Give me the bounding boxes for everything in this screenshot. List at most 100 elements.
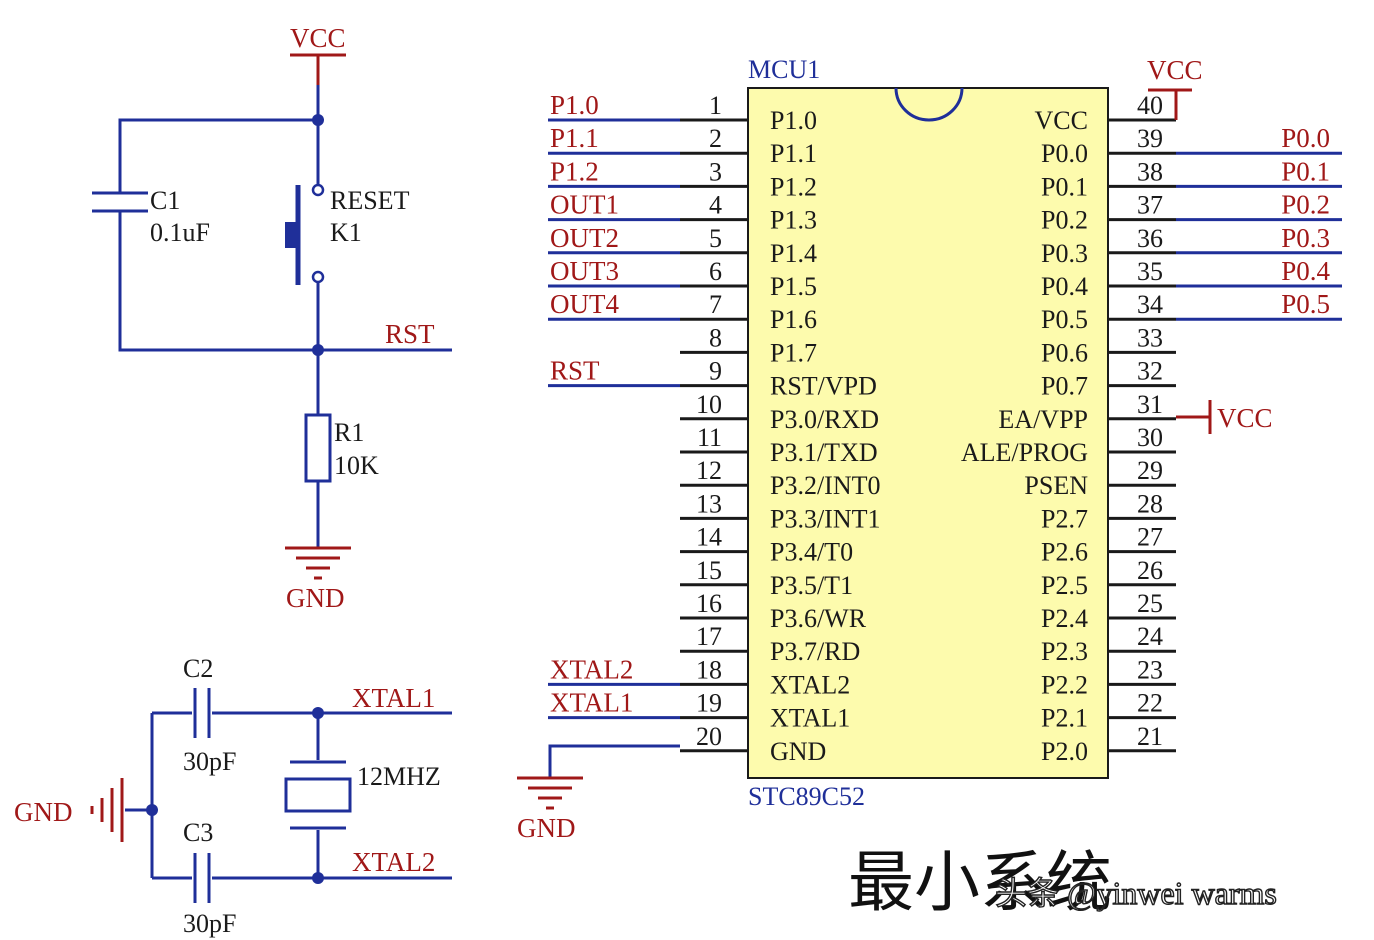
net-label: RST — [550, 356, 600, 386]
pin-name: P1.7 — [770, 338, 817, 367]
c1-value: 0.1uF — [150, 218, 210, 247]
pin-number: 26 — [1137, 556, 1163, 585]
pin-number: 19 — [696, 689, 722, 718]
mcu-right-pins: 40VCC39P0.0P0.038P0.1P0.137P0.2P0.236P0.… — [961, 91, 1342, 766]
pin-name: P0.4 — [1041, 272, 1088, 301]
pin-number: 9 — [709, 357, 722, 386]
pin-number: 14 — [696, 523, 722, 552]
pin-number: 37 — [1137, 191, 1163, 220]
net-label: P1.0 — [550, 90, 599, 120]
net-label: OUT1 — [550, 190, 619, 220]
c1-wire-top — [118, 118, 318, 192]
pin-name: P1.3 — [770, 206, 817, 235]
pin-name: P2.7 — [1041, 504, 1088, 533]
c3-ref: C3 — [183, 818, 213, 847]
k1-contact-bottom — [311, 270, 325, 284]
pin-name: GND — [770, 737, 826, 766]
pin-number: 36 — [1137, 224, 1163, 253]
pin-number: 13 — [696, 489, 722, 518]
pin-number: 15 — [696, 556, 722, 585]
net-label: P0.5 — [1281, 289, 1330, 319]
pin-number: 8 — [709, 323, 722, 352]
net-label: P1.1 — [550, 123, 599, 153]
pin-name: P2.6 — [1041, 538, 1088, 567]
pin-name: P3.0/RXD — [770, 405, 879, 434]
mcu-part: STC89C52 — [748, 782, 865, 811]
pin-name: P0.7 — [1041, 372, 1088, 401]
net-label: XTAL1 — [550, 688, 633, 718]
r1-body — [304, 413, 332, 483]
mcu-gnd-wire — [548, 744, 680, 778]
pin-number: 34 — [1137, 290, 1163, 319]
watermark: 头条 @yinwei warms — [995, 875, 1277, 911]
pin-number: 11 — [697, 423, 722, 452]
net-label: XTAL2 — [550, 654, 633, 684]
c2-value: 30pF — [183, 747, 236, 776]
pin-name: VCC — [1035, 106, 1088, 135]
pin-number: 21 — [1137, 722, 1163, 751]
pin-number: 1 — [709, 91, 722, 120]
pin-number: 39 — [1137, 124, 1163, 153]
junction-dot — [312, 114, 324, 126]
junction-dot — [146, 804, 158, 816]
pin-name: EA/VPP — [998, 405, 1088, 434]
pin-name: P3.3/INT1 — [770, 504, 881, 533]
c1-wire-bottom — [118, 212, 318, 352]
xtal1-net-label: XTAL1 — [352, 683, 435, 713]
net-label: P0.0 — [1281, 123, 1330, 153]
pin-number: 18 — [696, 655, 722, 684]
pin-name: XTAL2 — [770, 670, 850, 699]
pin-number: 2 — [709, 124, 722, 153]
pin-name: P3.2/INT0 — [770, 471, 881, 500]
reset-vcc-label: VCC — [290, 23, 346, 53]
pin-name: XTAL1 — [770, 704, 850, 733]
pin-number: 23 — [1137, 655, 1163, 684]
net-label: P0.2 — [1281, 190, 1330, 220]
pin-number: 25 — [1137, 589, 1163, 618]
pin-name: P2.4 — [1041, 604, 1088, 633]
pin-number: 32 — [1137, 357, 1163, 386]
mcu-vcc-top-label: VCC — [1147, 55, 1203, 85]
reset-circuit: VCC C1 0.1uF RESET K1 RST R1 10K — [92, 23, 452, 613]
pin-number: 16 — [696, 589, 722, 618]
mcu-vcc-ea: VCC — [1176, 400, 1273, 434]
pin-number: 22 — [1137, 689, 1163, 718]
pin-number: 10 — [696, 390, 722, 419]
pin-name: P1.2 — [770, 172, 817, 201]
mcu-designator: MCU1 — [748, 55, 820, 84]
pin-number: 33 — [1137, 323, 1163, 352]
pin-name: P3.4/T0 — [770, 538, 853, 567]
pin-number: 30 — [1137, 423, 1163, 452]
junction-dot — [312, 707, 324, 719]
pin-name: P2.3 — [1041, 637, 1088, 666]
pin-number: 40 — [1137, 91, 1163, 120]
mcu-gnd: GND — [517, 744, 680, 843]
pin-name: P2.1 — [1041, 704, 1088, 733]
pin-name: P0.5 — [1041, 305, 1088, 334]
pin-number: 5 — [709, 224, 722, 253]
pin-number: 29 — [1137, 456, 1163, 485]
pin-name: P3.1/TXD — [770, 438, 878, 467]
mcu-notch — [894, 87, 964, 122]
c1-ref: C1 — [150, 186, 180, 215]
pin-number: 24 — [1137, 622, 1163, 651]
ea-vcc-label: VCC — [1217, 403, 1273, 433]
crystal-value: 12MHZ — [357, 762, 441, 791]
net-label: P0.3 — [1281, 223, 1330, 253]
pin-number: 6 — [709, 257, 722, 286]
pin-number: 31 — [1137, 390, 1163, 419]
pin-name: PSEN — [1024, 471, 1088, 500]
rst-net-label: RST — [385, 319, 435, 349]
mcu-chip: MCU1 STC89C52 1P1.0P1.02P1.1P1.13P1.2P1.… — [548, 55, 1342, 811]
clock-circuit: C2 30pF XTAL1 C3 30pF XTAL2 GND 12MHZ — [14, 654, 452, 938]
pin-name: P1.1 — [770, 139, 817, 168]
junction-dot — [312, 344, 324, 356]
pin-name: P1.4 — [770, 239, 817, 268]
pin-name: P0.3 — [1041, 239, 1088, 268]
pin-name: P0.6 — [1041, 338, 1088, 367]
reset-gnd-label: GND — [286, 583, 345, 613]
net-label: OUT2 — [550, 223, 619, 253]
k1-button-cap — [285, 222, 297, 248]
pin-name: P2.2 — [1041, 670, 1088, 699]
